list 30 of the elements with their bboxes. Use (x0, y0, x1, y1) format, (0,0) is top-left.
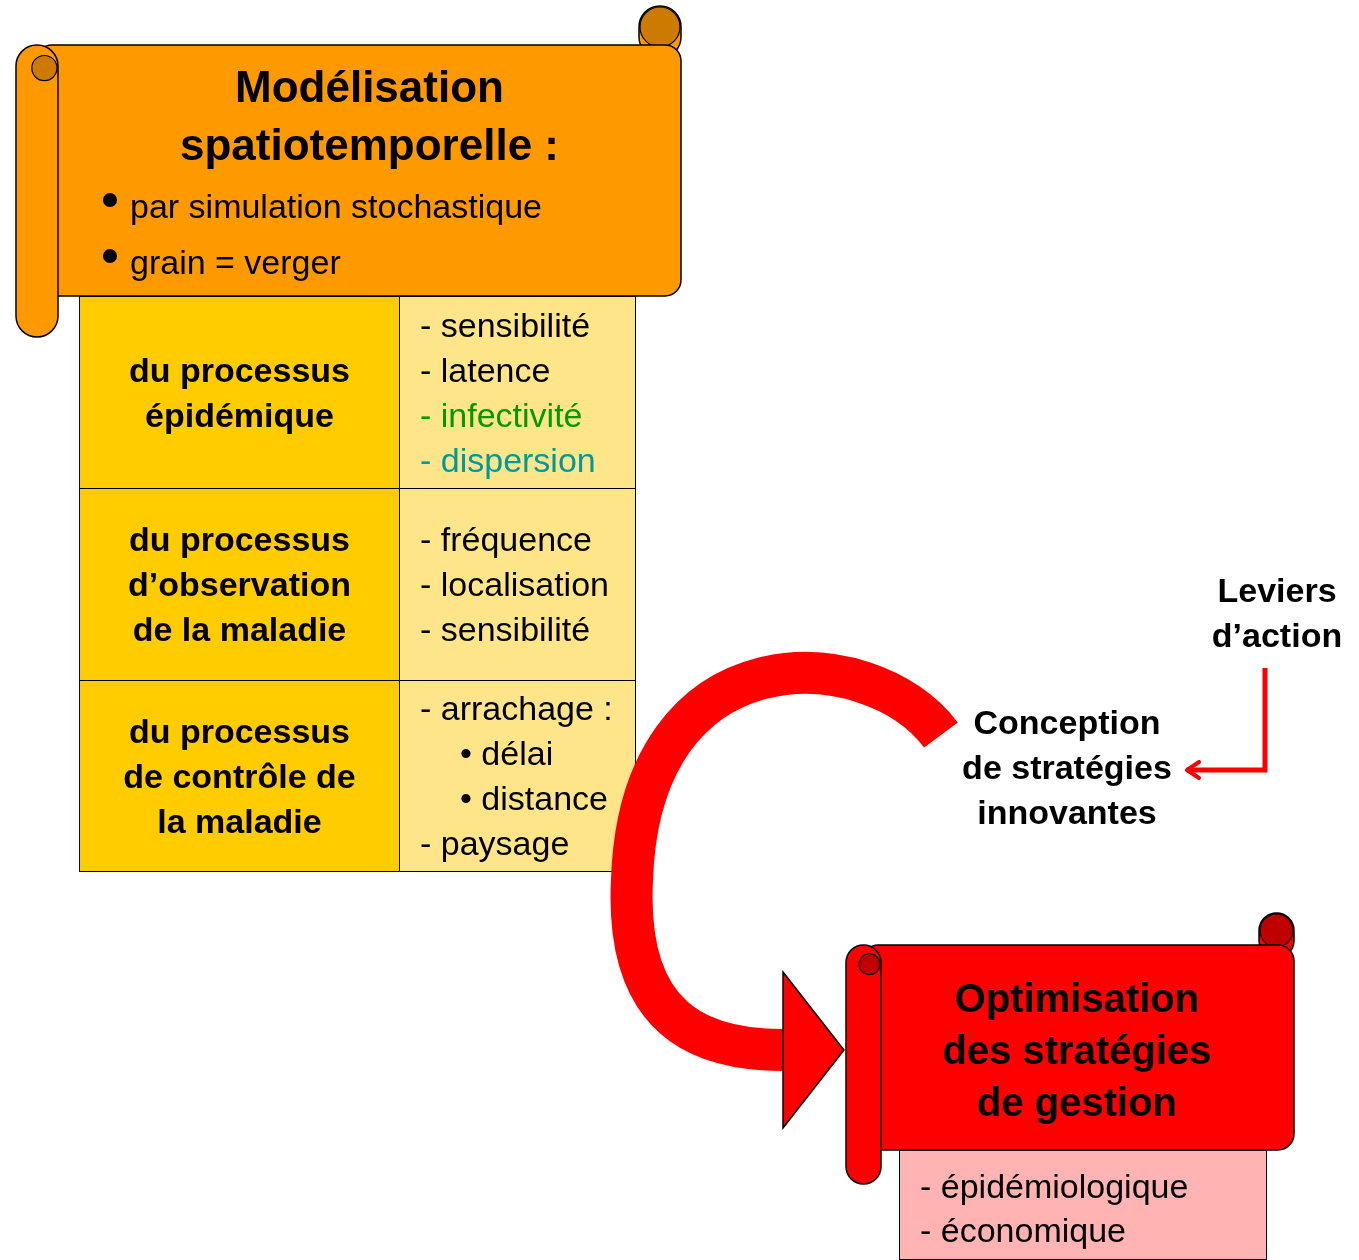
list-item: - infectivité (420, 394, 584, 436)
list-item: - fréquence (420, 519, 593, 560)
row-heading: du processus d’observation de la maladie (127, 519, 352, 650)
banner-title: Optimisation des stratégies de gestion (941, 975, 1213, 1126)
list-item: - arrachage : (420, 688, 614, 729)
row-heading: du processus de contrôle de la maladie (122, 710, 357, 842)
list-item: - sensibilité (420, 304, 592, 346)
table-cell (399, 488, 636, 681)
diagram-label: Leviers d’action (1210, 570, 1344, 656)
table-cell (399, 296, 636, 489)
table-cell (79, 488, 400, 681)
list-item: - latence (420, 349, 552, 391)
criteria-box (899, 1150, 1267, 1260)
elbow-arrow (1185, 668, 1268, 780)
list-item: - dispersion (420, 439, 597, 481)
diagram-label: Conception de stratégies innovantes (961, 702, 1173, 833)
table-cell (399, 680, 636, 872)
table-cell (79, 680, 400, 872)
list-item: • distance (459, 778, 609, 819)
bullet-text: par simulation stochastique (130, 186, 542, 227)
list-item: - sensibilité (420, 609, 592, 650)
bullet-text: grain = verger (130, 242, 341, 283)
banner-title: Modélisation spatiotemporelle : (179, 61, 560, 171)
list-item: - paysage (420, 823, 571, 864)
row-heading: du processus épidémique (127, 349, 352, 436)
list-item: - économique (920, 1210, 1127, 1251)
list-item: • délai (459, 733, 555, 774)
list-item: - épidémiologique (920, 1166, 1190, 1207)
list-item: - localisation (420, 564, 610, 605)
table-cell (79, 296, 400, 489)
